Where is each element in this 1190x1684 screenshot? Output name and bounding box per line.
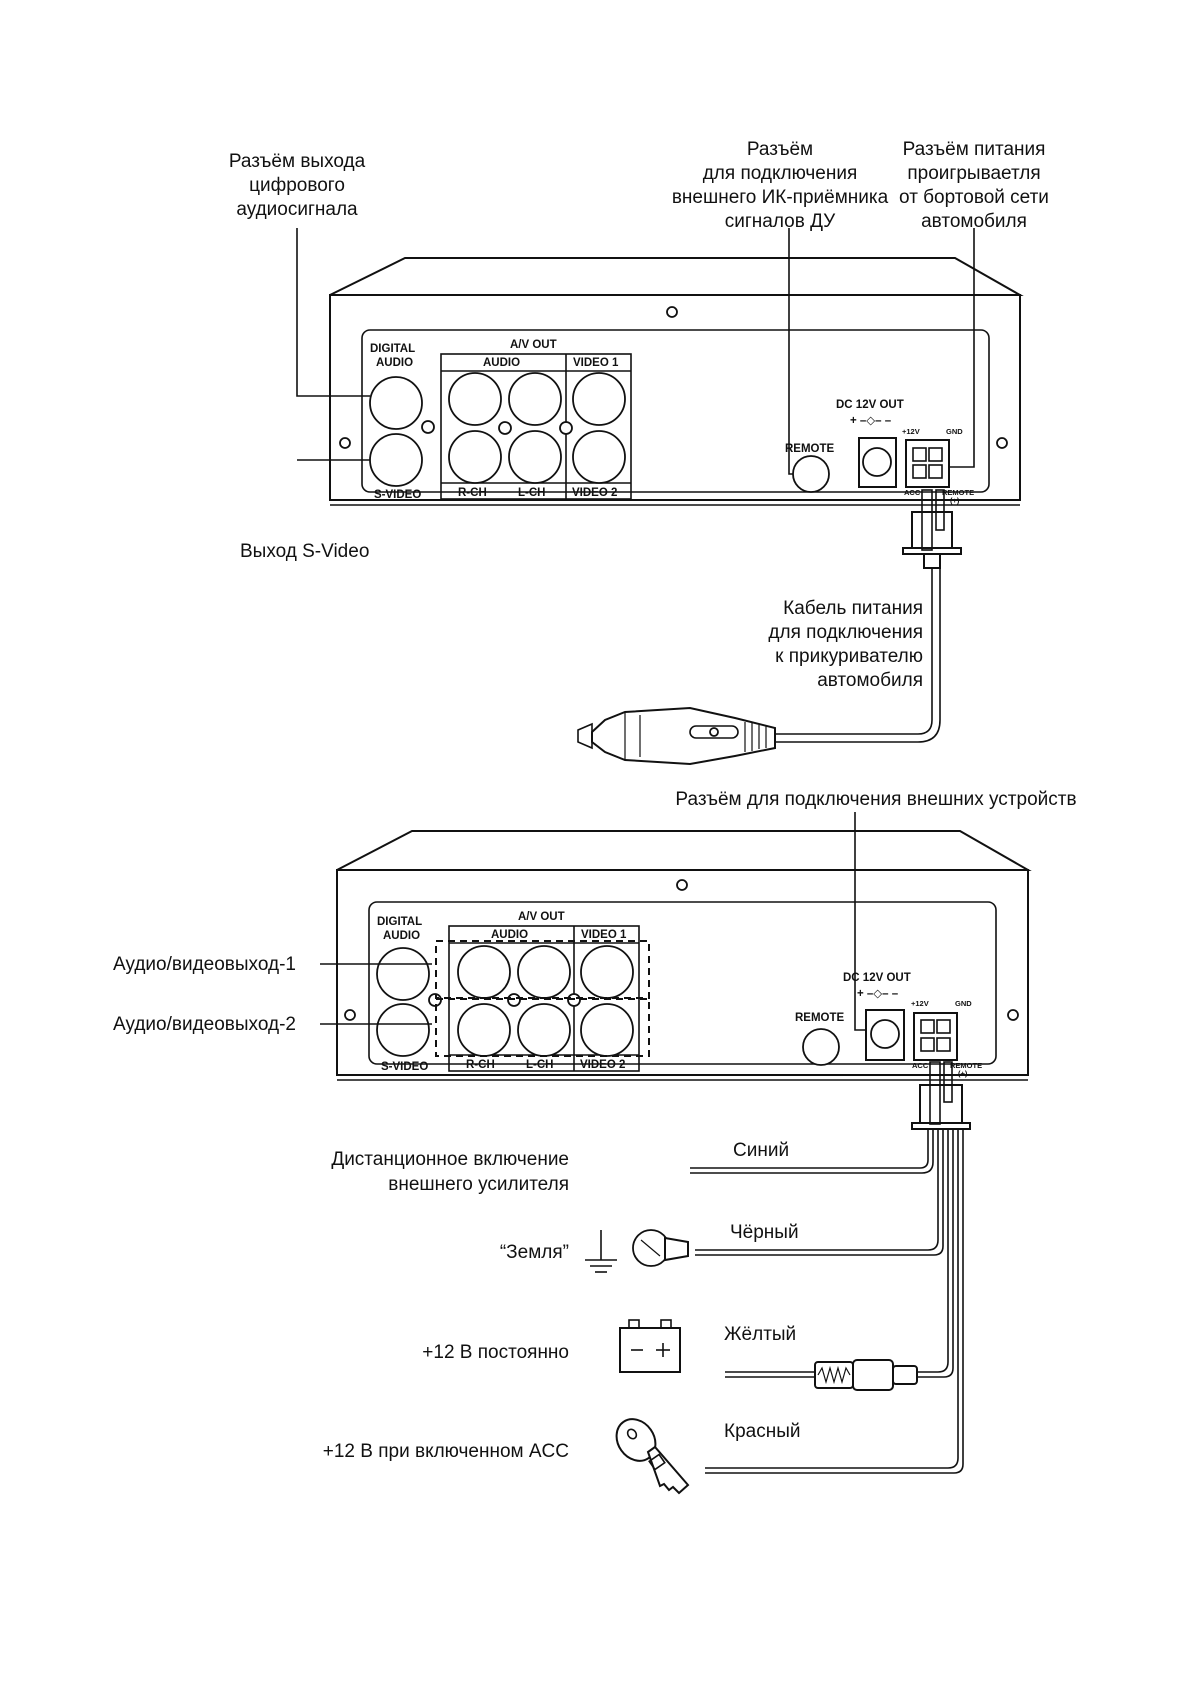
svg-text:сигналов ДУ: сигналов ДУ <box>725 211 836 232</box>
svg-text:DC 12V OUT: DC 12V OUT <box>843 972 911 984</box>
svideo-label: S-VIDEO <box>374 489 421 501</box>
wire-blue-label: Синий <box>733 1140 789 1161</box>
remote-jack <box>792 455 830 493</box>
svg-text:внешнего усилителя: внешнего усилителя <box>388 1174 569 1195</box>
svg-text:AUDIO: AUDIO <box>491 929 528 941</box>
svg-text:Аудио/видеовыход-2: Аудио/видеовыход-2 <box>113 1014 296 1035</box>
battery-icon <box>619 1319 681 1373</box>
svg-text:A/V OUT: A/V OUT <box>518 911 565 923</box>
svg-text:REMOTE: REMOTE <box>942 488 974 497</box>
ground-symbol-icon <box>585 1230 617 1273</box>
svg-text:от бортовой сети: от бортовой сети <box>899 187 1049 208</box>
wire-harness <box>690 1129 964 1474</box>
audio-label: AUDIO <box>376 357 413 369</box>
svg-text:“Земля”: “Земля” <box>500 1242 569 1263</box>
remote-label: REMOTE <box>785 443 835 455</box>
top-labels: Разъём выхода цифрового аудиосигнала Раз… <box>229 139 1049 691</box>
video2-label: VIDEO 2 <box>572 487 617 499</box>
svg-text:+ –◇– –: + –◇– – <box>857 988 899 1000</box>
dc-out-label: DC 12V OUT <box>836 399 904 411</box>
svg-text:Выход S-Video: Выход S-Video <box>240 541 369 562</box>
svideo-jack <box>369 433 423 487</box>
svg-text:REMOTE: REMOTE <box>795 1012 845 1024</box>
svg-text:VIDEO 2: VIDEO 2 <box>580 1059 625 1071</box>
svg-text:автомобиля: автомобиля <box>817 670 923 691</box>
svg-text:GND: GND <box>946 427 963 436</box>
screw-icon <box>339 437 351 449</box>
svg-text:+12V: +12V <box>902 427 920 436</box>
rch-label: R-CH <box>458 487 487 499</box>
svg-text:Разъём для подключения внешних: Разъём для подключения внешних устройств <box>675 789 1076 810</box>
svg-text:+12V: +12V <box>911 999 929 1008</box>
svg-text:ACC: ACC <box>904 488 921 497</box>
wire-red-label: Красный <box>724 1421 800 1442</box>
wire-black-label: Чёрный <box>730 1222 799 1243</box>
video1-label: VIDEO 1 <box>573 357 619 369</box>
svg-text:GND: GND <box>955 999 972 1008</box>
cigarette-plug-icon <box>577 706 776 766</box>
av-out-label: A/V OUT <box>510 339 557 351</box>
svg-text:аудиосигнала: аудиосигнала <box>236 199 358 220</box>
bottom-device: DIGITAL AUDIO S-VIDEO A/V OUT AUDIO VIDE… <box>336 830 1032 1130</box>
svg-text:автомобиля: автомобиля <box>921 211 1027 232</box>
ring-terminal-icon <box>632 1229 689 1267</box>
svg-text:для подключения: для подключения <box>768 622 923 643</box>
svg-text:+12 В при включенном ACC: +12 В при включенном ACC <box>323 1441 569 1462</box>
digital-audio-jack <box>369 376 423 430</box>
audio-label: AUDIO <box>483 357 520 369</box>
wire-yellow-label: Жёлтый <box>724 1324 796 1345</box>
svg-text:Разъём выхода: Разъём выхода <box>229 151 366 172</box>
fuse-icon <box>814 1359 918 1391</box>
svg-text:S-VIDEO: S-VIDEO <box>381 1061 428 1073</box>
svg-text:ACC: ACC <box>912 1061 929 1070</box>
svg-text:+12 В постоянно: +12 В постоянно <box>422 1342 569 1363</box>
bottom-labels: Разъём для подключения внешних устройств… <box>113 789 1077 1462</box>
svg-text:Кабель питания: Кабель питания <box>783 598 923 619</box>
top-device: DIGITAL AUDIO S-VIDEO A/V OUT AUDIO VIDE… <box>329 257 1024 569</box>
svg-text:Дистанционное включение: Дистанционное включение <box>331 1149 569 1170</box>
svg-text:проигрываетля: проигрываетля <box>907 163 1040 184</box>
svg-text:AUDIO: AUDIO <box>383 930 420 942</box>
svg-text:(+): (+) <box>958 1069 968 1078</box>
screw-icon <box>996 437 1008 449</box>
svg-text:Аудио/видеовыход-1: Аудио/видеовыход-1 <box>113 954 296 975</box>
svg-text:внешнего ИК-приёмника: внешнего ИК-приёмника <box>672 187 889 208</box>
dc-symbols: + –◇– – <box>850 415 892 427</box>
svg-text:Разъём питания: Разъём питания <box>903 139 1046 160</box>
svg-text:к прикуривателю: к прикуривателю <box>775 646 923 667</box>
svg-text:DIGITAL: DIGITAL <box>377 916 422 928</box>
svg-text:VIDEO 1: VIDEO 1 <box>581 929 627 941</box>
svg-text:(+): (+) <box>950 496 960 505</box>
lch-label: L-CH <box>518 487 545 499</box>
svg-text:цифрового: цифрового <box>249 175 345 196</box>
svg-text:для подключения: для подключения <box>703 163 858 184</box>
ignition-key-icon <box>615 1418 690 1495</box>
digital-label: DIGITAL <box>370 343 415 355</box>
svg-text:REMOTE: REMOTE <box>950 1061 982 1070</box>
svg-text:Разъём: Разъём <box>747 139 813 160</box>
screw-icon <box>666 306 678 318</box>
svg-text:R-CH: R-CH <box>466 1059 495 1071</box>
svg-text:L-CH: L-CH <box>526 1059 553 1071</box>
